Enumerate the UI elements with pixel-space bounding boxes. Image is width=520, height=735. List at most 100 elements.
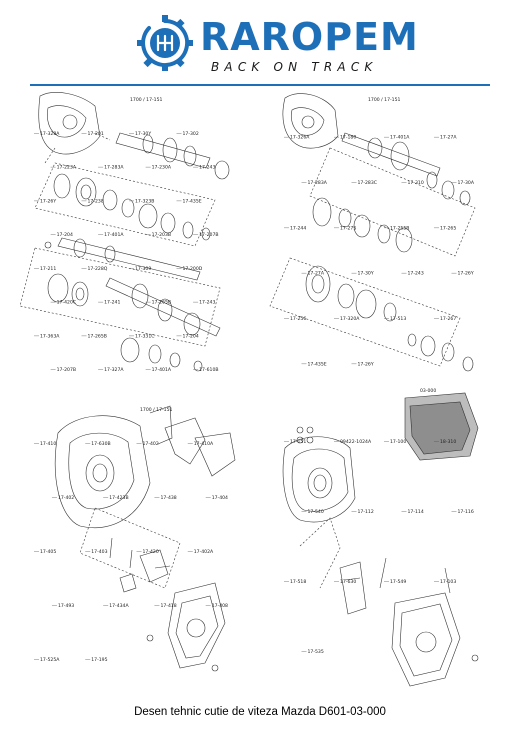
part-label: 17-309 bbox=[129, 266, 151, 272]
part-label: 17-27S bbox=[334, 225, 356, 231]
part-label: 17-26Y bbox=[34, 198, 56, 204]
svg-text:17-30A: 17-30A bbox=[458, 180, 475, 186]
svg-text:17-211: 17-211 bbox=[40, 266, 56, 272]
part-label: 17-405 bbox=[34, 549, 56, 555]
svg-text:99422-1024A: 99422-1024A bbox=[340, 439, 372, 445]
panel-clutch-housing bbox=[55, 405, 236, 672]
svg-text:17-320A: 17-320A bbox=[340, 316, 360, 322]
svg-text:17-549: 17-549 bbox=[390, 579, 406, 585]
svg-text:17-238: 17-238 bbox=[88, 198, 104, 204]
part-label: 17-195 bbox=[85, 657, 108, 663]
part-label: 17-402 bbox=[136, 441, 159, 447]
svg-text:17-402: 17-402 bbox=[58, 495, 74, 501]
svg-text:17-203B: 17-203B bbox=[152, 232, 171, 238]
svg-text:17-403: 17-403 bbox=[91, 549, 107, 555]
part-label: 17-438 bbox=[154, 495, 177, 501]
svg-text:17-243: 17-243 bbox=[199, 300, 215, 306]
svg-text:17-241: 17-241 bbox=[104, 300, 120, 306]
svg-text:17-112: 17-112 bbox=[358, 509, 374, 515]
svg-text:17-30Y: 17-30Y bbox=[135, 131, 151, 137]
svg-text:17-438: 17-438 bbox=[160, 495, 176, 501]
diagram-caption: Desen tehnic cutie de viteza Mazda D601-… bbox=[134, 706, 386, 718]
svg-text:17-435E: 17-435E bbox=[183, 198, 202, 204]
svg-text:17-30Y: 17-30Y bbox=[358, 271, 374, 277]
part-label: 17-525A bbox=[34, 657, 60, 663]
svg-text:17-363A: 17-363A bbox=[40, 333, 60, 339]
brand-name: RAROPEM bbox=[200, 15, 419, 59]
part-label: 18-310 bbox=[434, 439, 456, 445]
svg-text:17-331C: 17-331C bbox=[135, 333, 154, 339]
part-label: 17-420C bbox=[50, 300, 76, 306]
svg-text:17-610B: 17-610B bbox=[199, 367, 218, 373]
part-label: 17-418 bbox=[154, 603, 177, 609]
part-label: 17-201 bbox=[81, 131, 104, 137]
svg-text:17-207B: 17-207B bbox=[57, 367, 76, 373]
svg-text:18-310: 18-310 bbox=[440, 439, 456, 445]
svg-text:17-518: 17-518 bbox=[290, 579, 306, 585]
part-label: 17-326A bbox=[284, 135, 310, 141]
svg-text:17-151: 17-151 bbox=[290, 439, 306, 445]
part-label: 17-402 bbox=[51, 495, 74, 501]
svg-text:17-283A: 17-283A bbox=[104, 165, 124, 171]
part-label: 17-302 bbox=[176, 131, 199, 137]
part-label: 17-223A bbox=[50, 165, 77, 171]
svg-text:17-26Y: 17-26Y bbox=[40, 198, 56, 204]
part-label: 17-207B bbox=[193, 232, 219, 238]
svg-text:17-401A: 17-401A bbox=[390, 135, 410, 141]
svg-text:17-255B: 17-255B bbox=[390, 225, 409, 231]
panel-ref-callout: 03-000 bbox=[420, 388, 436, 394]
svg-text:17-326A: 17-326A bbox=[290, 135, 310, 141]
part-label: 17-408 bbox=[205, 603, 228, 609]
part-label: 17-243 bbox=[193, 165, 215, 171]
part-label: 17-283C bbox=[351, 180, 377, 186]
part-label: 17-207B bbox=[50, 367, 76, 373]
part-label: 17-540 bbox=[301, 509, 324, 515]
part-label: 17-265 bbox=[434, 225, 456, 231]
part-label: 17-27A bbox=[434, 135, 457, 141]
svg-text:17-423B: 17-423B bbox=[109, 495, 128, 501]
part-label: 17-230A bbox=[145, 165, 172, 171]
part-label: 17-610B bbox=[193, 367, 219, 373]
part-label: 17-265B bbox=[81, 333, 107, 339]
svg-text:17-265B: 17-265B bbox=[152, 300, 171, 306]
svg-text:17-243: 17-243 bbox=[408, 271, 424, 277]
part-label: 17-435E bbox=[301, 361, 327, 367]
svg-text:17-204: 17-204 bbox=[57, 232, 73, 238]
part-label: 17-401A bbox=[384, 135, 410, 141]
part-label: 17-100 bbox=[384, 439, 406, 445]
part-label: 17-331C bbox=[129, 333, 154, 339]
svg-text:17-27A: 17-27A bbox=[308, 271, 325, 277]
svg-text:17-435E: 17-435E bbox=[308, 361, 327, 367]
panel-output-shaft bbox=[269, 93, 476, 372]
part-label: 17-410 bbox=[34, 441, 56, 447]
part-label: 99422-1024A bbox=[334, 439, 372, 445]
part-label: 17-204 bbox=[176, 333, 199, 339]
svg-text:17-420C: 17-420C bbox=[57, 300, 76, 306]
svg-text:17-328A: 17-328A bbox=[40, 131, 60, 137]
part-label: 17-267 bbox=[434, 316, 456, 322]
svg-text:17-283C: 17-283C bbox=[358, 180, 377, 186]
part-label: 17-238 bbox=[81, 198, 104, 204]
panel-transmission-case bbox=[282, 392, 479, 687]
part-label: 17-410A bbox=[187, 441, 214, 447]
svg-text:17-228Q: 17-228Q bbox=[88, 266, 108, 272]
part-label: 17-255B bbox=[384, 225, 409, 231]
part-label: 17-243 bbox=[193, 300, 215, 306]
svg-text:17-418: 17-418 bbox=[160, 603, 176, 609]
svg-text:17-405: 17-405 bbox=[40, 549, 56, 555]
svg-text:17-256: 17-256 bbox=[290, 316, 306, 322]
part-label: 17-423B bbox=[103, 495, 129, 501]
part-label: 17-283A bbox=[301, 180, 328, 186]
part-label: 17-204 bbox=[50, 232, 73, 238]
part-label: 17-112 bbox=[351, 509, 374, 515]
part-label: 17-327A bbox=[98, 367, 124, 373]
svg-text:17-630B: 17-630B bbox=[91, 441, 110, 447]
part-label: 17-114 bbox=[401, 509, 424, 515]
gear-gearshift-icon bbox=[137, 15, 193, 71]
panel-input-shaft bbox=[19, 92, 230, 372]
part-label: 17-30Y bbox=[129, 131, 151, 137]
part-label: 17-203B bbox=[145, 232, 171, 238]
svg-text:17-535: 17-535 bbox=[308, 649, 324, 655]
part-label: 17-256 bbox=[284, 316, 306, 322]
